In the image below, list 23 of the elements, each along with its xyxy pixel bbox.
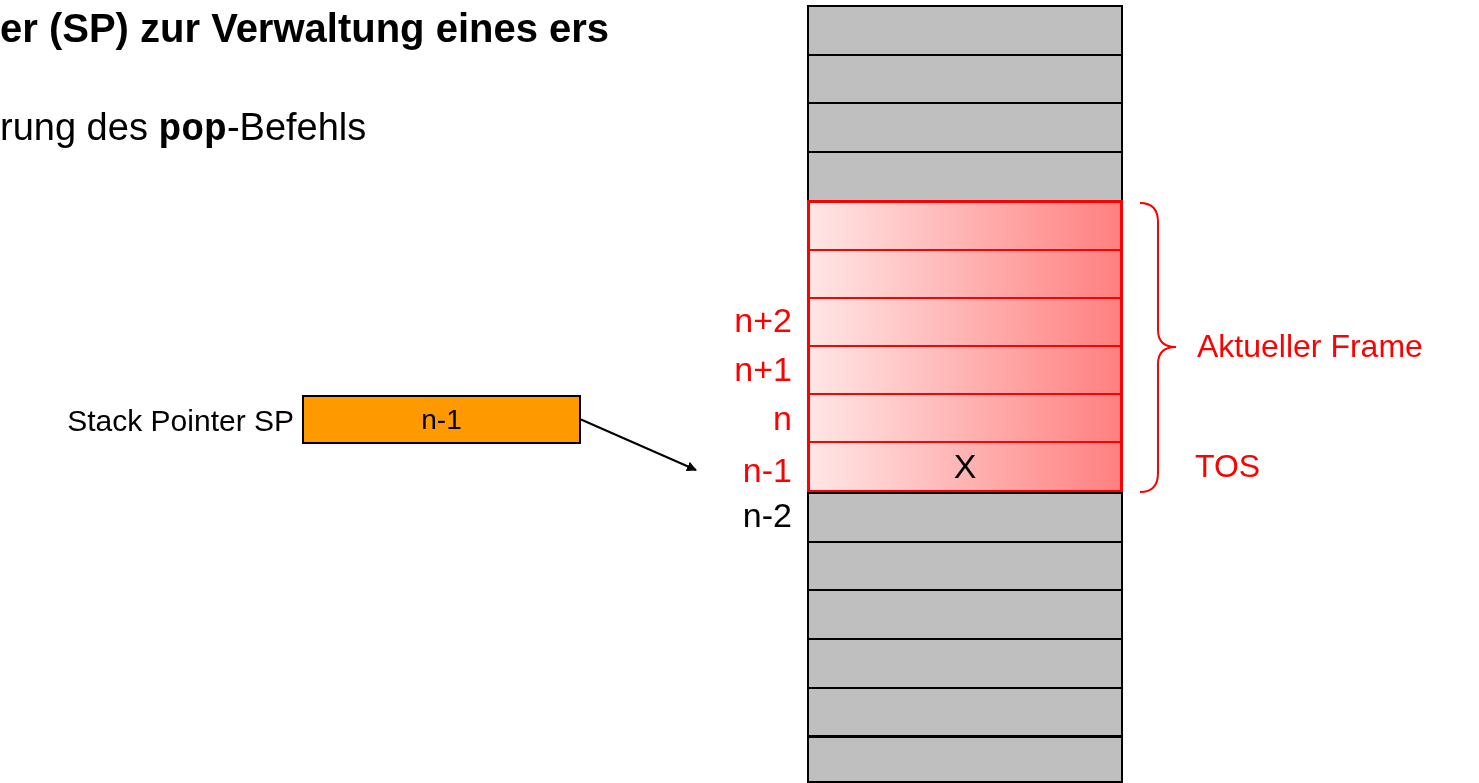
- stack-cell: [807, 735, 1123, 783]
- row-label: n+1: [734, 352, 792, 386]
- stack-cell: [807, 151, 1123, 202]
- stack-cell: [807, 102, 1123, 154]
- address-label: n-1: [720, 447, 792, 493]
- frame-box: [807, 200, 1123, 493]
- register-label: Stack Pointer SP: [67, 406, 294, 436]
- stack-cell: [807, 540, 1123, 592]
- stack-cell: [807, 5, 1123, 56]
- row-label: n+2: [734, 303, 792, 337]
- stack-cell: [807, 686, 1123, 738]
- stack-cell: [807, 492, 1123, 543]
- stack-cell: [807, 589, 1123, 641]
- stack-cell: [807, 53, 1123, 105]
- arrow: [580, 418, 697, 471]
- heading: er (SP) zur Verwaltung eines ers: [0, 5, 611, 52]
- register-box: n-1: [302, 395, 581, 444]
- subheading: rung des pop-Befehls: [0, 108, 367, 149]
- brace-label: TOS: [1195, 450, 1261, 482]
- brace-label: Aktueller Frame: [1197, 330, 1423, 362]
- row-label: n: [773, 401, 792, 435]
- stack-cell: [807, 638, 1123, 689]
- row-label: n-2: [742, 498, 792, 532]
